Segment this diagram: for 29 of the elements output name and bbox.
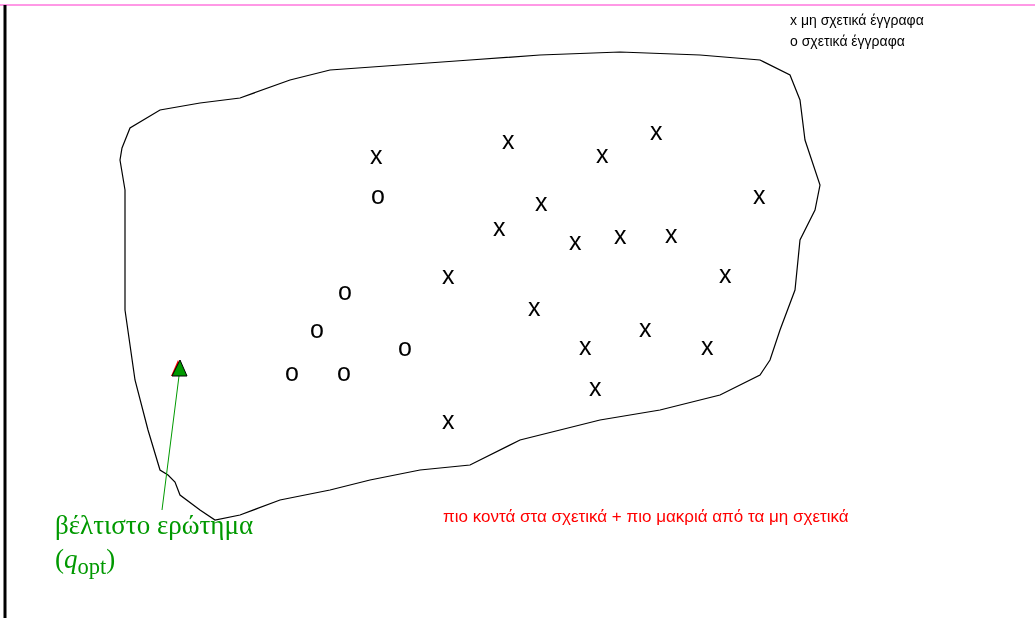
scatter-mark: x [442, 408, 455, 433]
scatter-mark: x [719, 262, 732, 287]
scatter-mark: x [569, 229, 582, 254]
legend-entry: x μη σχετικά έγγραφα [790, 12, 924, 28]
scatter-mark: o [310, 317, 324, 342]
scatter-mark: x [579, 334, 592, 359]
scatter-mark: x [589, 375, 602, 400]
callout-text: βέλτιστο ερώτημα (q$_{opt}$) [55, 508, 315, 585]
scatter-mark: x [614, 223, 627, 248]
scatter-mark: x [650, 119, 663, 144]
scatter-mark: o [337, 360, 351, 385]
scatter-mark: x [502, 128, 515, 153]
scatter-mark: x [493, 215, 506, 240]
note-text: πιο κοντά στα σχετικά + πιο μακριά από τα μη σχετικά [443, 507, 849, 527]
scatter-mark: o [285, 360, 299, 385]
scatter-mark: x [535, 190, 548, 215]
leader-line [161, 375, 180, 511]
legend-entry: o σχετικά έγγραφα [790, 33, 905, 49]
scatter-mark: x [701, 334, 714, 359]
scatter-mark: x [665, 222, 678, 247]
scatter-mark: x [528, 295, 541, 320]
scatter-mark: x [370, 143, 383, 168]
scatter-mark: x [639, 316, 652, 341]
scatter-mark: o [371, 183, 385, 208]
scatter-mark: o [398, 335, 412, 360]
scatter-mark: x [596, 142, 609, 167]
scatter-mark: o [338, 279, 352, 304]
scatter-mark: x [442, 263, 455, 288]
scatter-mark: x [753, 183, 766, 208]
